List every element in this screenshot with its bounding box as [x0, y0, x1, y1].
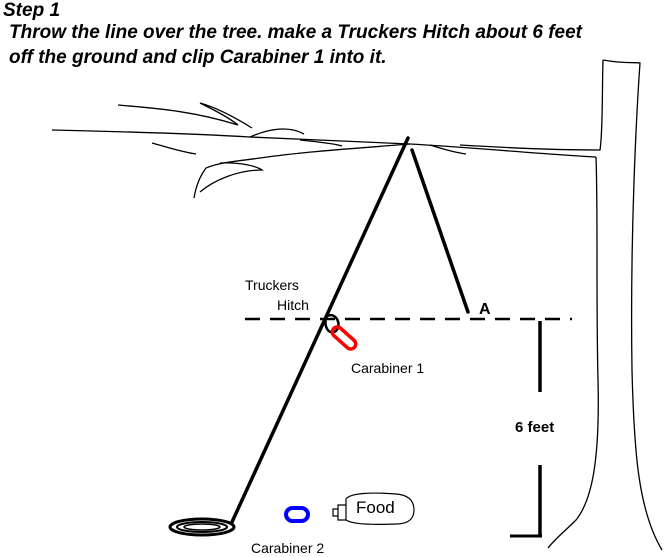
label-carabiner-2: Carabiner 2: [251, 540, 325, 556]
truckers-hitch-knot: [324, 313, 340, 334]
label-truckers: Truckers: [245, 277, 299, 293]
instruction-line-2: off the ground and clip Carabiner 1 into…: [9, 47, 387, 68]
label-carabiner-1: Carabiner 1: [351, 360, 425, 376]
step-title: Step 1: [3, 0, 61, 21]
label-six-feet: 6 feet: [515, 419, 555, 436]
food-bag-tie: [332, 504, 346, 521]
carabiner-1: [330, 325, 358, 351]
rope-strand-short: [410, 148, 470, 314]
rope-strand-long: [230, 136, 410, 524]
food-bag: [345, 492, 415, 525]
label-hitch: Hitch: [277, 297, 309, 313]
rope-coil: [168, 517, 236, 537]
carabiner-2: [284, 506, 310, 523]
instruction-line-1: Throw the line over the tree. make a Tru…: [9, 22, 582, 43]
tree-branches: [51, 59, 604, 199]
tree-trunk: [547, 59, 663, 551]
label-point-a: A: [479, 301, 491, 318]
label-food: Food: [356, 498, 395, 517]
